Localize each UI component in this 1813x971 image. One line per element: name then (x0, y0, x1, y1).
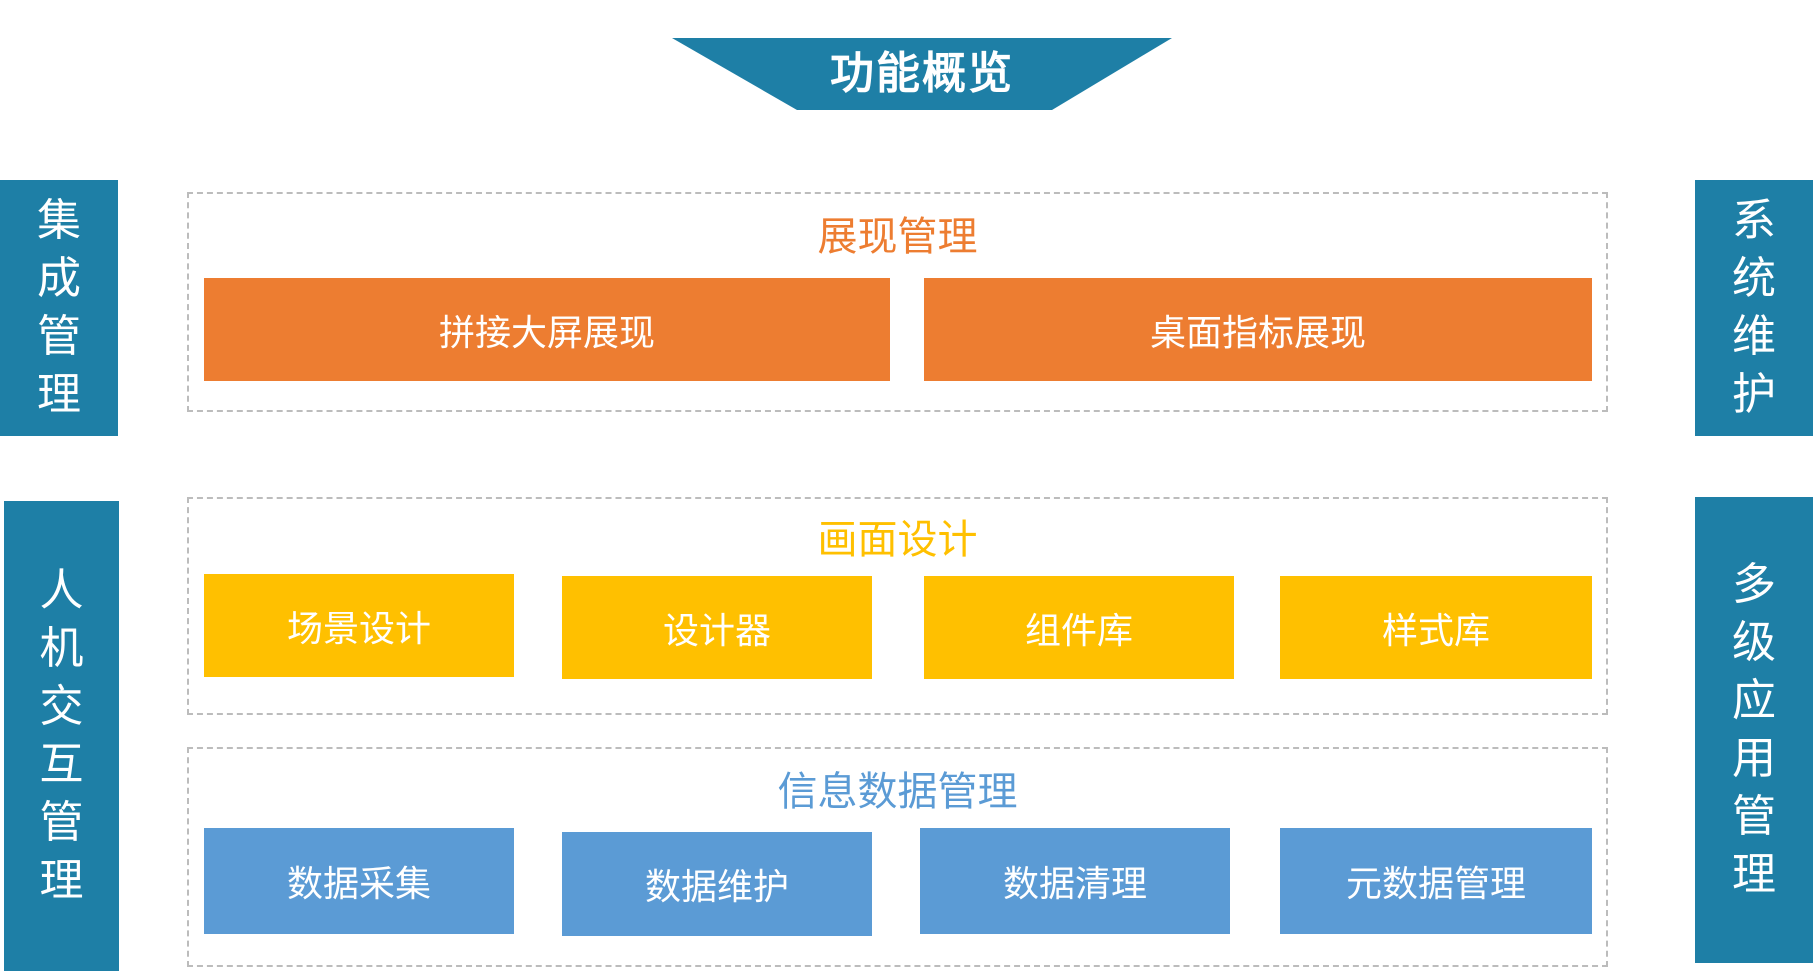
left-bar-char: 管 (39, 797, 84, 848)
title-banner: 功能概览 (672, 38, 1172, 110)
left-bar-char: 机 (39, 623, 84, 674)
left-bar-char: 集 (37, 195, 81, 246)
left-bar-char: 互 (39, 739, 84, 790)
left-bar-char: 理 (39, 855, 84, 906)
left-bar-char: 管 (37, 311, 81, 362)
box-desktop-indicator: 桌面指标展现 (924, 278, 1592, 381)
left-bar-char: 交 (39, 681, 84, 732)
box-data-collection: 数据采集 (204, 828, 514, 934)
box-metadata-management: 元数据管理 (1280, 828, 1592, 934)
right-bar-char: 用 (1732, 733, 1776, 784)
right-bar-char: 维 (1732, 311, 1776, 362)
box-component-library: 组件库 (924, 576, 1234, 679)
box-designer: 设计器 (562, 576, 872, 679)
right-bar-multilevel: 多 级 应 用 管 理 (1695, 497, 1813, 963)
section-title: 展现管理 (817, 214, 978, 260)
box-style-library: 样式库 (1280, 576, 1592, 679)
box-data-maintenance: 数据维护 (562, 832, 872, 936)
banner-shape (672, 38, 1172, 110)
section-title: 画面设计 (817, 517, 978, 563)
right-bar-maintenance: 系 统 维 护 (1695, 180, 1813, 436)
box-splice-screen: 拼接大屏展现 (204, 278, 890, 381)
right-bar-char: 系 (1732, 195, 1776, 246)
left-bar-integration: 集 成 管 理 (0, 180, 118, 436)
page-title: 功能概览 (830, 48, 1014, 99)
section-presentation: 展现管理 (187, 192, 1608, 412)
right-bar-char: 统 (1732, 253, 1776, 304)
right-bar-char: 多 (1732, 559, 1776, 610)
right-bar-char: 应 (1732, 675, 1776, 726)
section-data-management: 信息数据管理 (187, 747, 1608, 967)
box-scene-design: 场景设计 (204, 574, 514, 677)
left-bar-char: 成 (37, 253, 81, 304)
box-data-cleaning: 数据清理 (920, 828, 1230, 934)
left-bar-char: 理 (37, 369, 81, 420)
left-bar-char: 人 (39, 565, 84, 616)
section-design: 画面设计 (187, 497, 1608, 715)
left-bar-hmi: 人 机 交 互 管 理 (4, 501, 119, 971)
right-bar-char: 管 (1732, 791, 1776, 842)
right-bar-char: 护 (1732, 369, 1776, 420)
right-bar-char: 级 (1732, 617, 1776, 668)
right-bar-char: 理 (1732, 849, 1776, 900)
section-title: 信息数据管理 (777, 769, 1018, 815)
